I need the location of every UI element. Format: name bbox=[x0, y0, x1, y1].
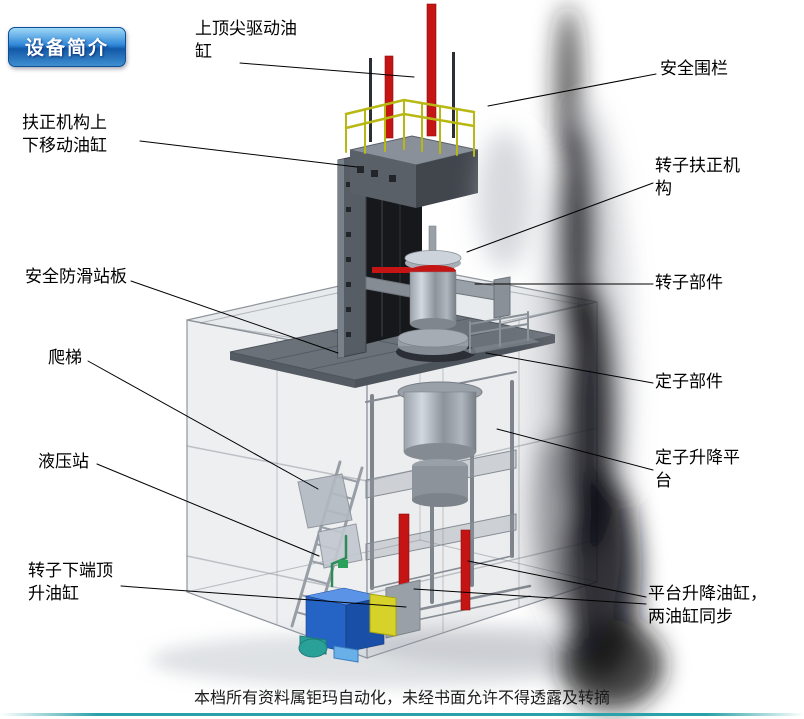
safety-railing bbox=[344, 98, 476, 157]
title-badge: 设备简介 bbox=[8, 27, 127, 67]
leader-stator-lift-platform bbox=[496, 428, 654, 471]
leader-safety-fence bbox=[487, 73, 657, 107]
callout-rotor-bottom-jack: 转子下端顶升油缸 bbox=[28, 561, 113, 604]
hydraulic-station-unit bbox=[298, 579, 421, 663]
leader-ladder bbox=[87, 360, 319, 490]
leader-righting-updown-cylinder bbox=[139, 140, 358, 168]
leader-antislip-standing-board bbox=[130, 280, 339, 354]
callout-ladder: 爬梯 bbox=[48, 348, 82, 368]
press-tower bbox=[337, 135, 479, 359]
callout-rotor-righting-mechanism: 转子扶正机构 bbox=[655, 156, 740, 199]
callout-platform-lift-cylinders: 平台升降油缸，两油缸同步 bbox=[648, 584, 767, 627]
stator-assembly bbox=[397, 381, 483, 507]
leader-platform-lift-a bbox=[467, 560, 647, 598]
shadow-smear bbox=[477, 5, 664, 710]
callout-rotor-component: 转子部件 bbox=[655, 273, 723, 293]
watermark-text: 本档所有资料属钜玛自动化，未经书面允许不得透露及转摘 bbox=[193, 688, 610, 707]
leader-rotor-righting-mechanism bbox=[466, 182, 654, 253]
bottom-accent-line bbox=[0, 713, 804, 716]
callout-stator-lift-platform: 定子升降平台 bbox=[655, 448, 740, 491]
plate-side-railing bbox=[462, 311, 540, 354]
callout-righting-updown-cylinder: 扶正机构上下移动油缸 bbox=[22, 113, 107, 156]
leader-rotor-bottom-jack bbox=[120, 585, 407, 608]
callout-stator-component: 定子部件 bbox=[655, 372, 723, 392]
rotor-assembly bbox=[365, 225, 511, 355]
top-drive-cylinder bbox=[369, 3, 455, 142]
callout-hydraulic-station: 液压站 bbox=[38, 452, 89, 472]
callout-safety-fence: 安全围栏 bbox=[660, 59, 728, 79]
auxiliary-equipment bbox=[297, 473, 363, 588]
callout-top-center-drive-cylinder: 上顶尖驱动油缸 bbox=[195, 19, 297, 62]
leader-platform-lift-b bbox=[413, 588, 647, 605]
callout-antislip-standing-board: 安全防滑站板 bbox=[25, 267, 127, 287]
leader-top-center-drive-cylinder bbox=[239, 62, 415, 78]
leader-stator-component bbox=[485, 352, 654, 384]
leader-hydraulic-station bbox=[96, 463, 320, 557]
leader-lines bbox=[87, 62, 657, 608]
